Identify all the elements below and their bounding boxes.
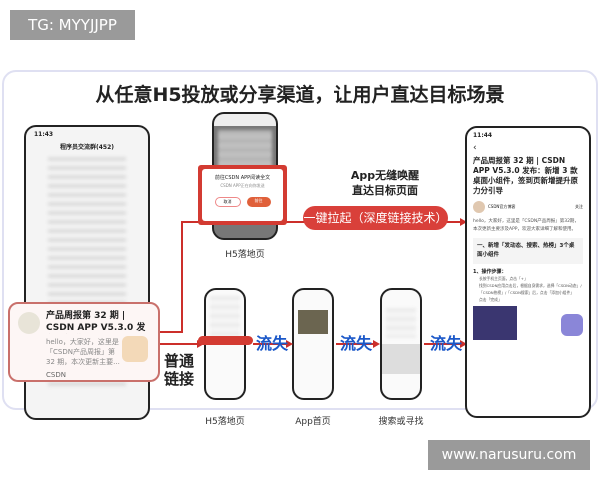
dialog-title: 前往CSDN APP阅读全文 [214,175,271,181]
open-app-bar [198,336,253,345]
watermark-bottom: www.narusuru.com [428,440,590,470]
caption-line: 直达目标页面 [352,184,418,197]
label-line: 普通 [164,352,195,370]
flow-phone-home [292,288,334,400]
author-name: CSDN官方博客 [488,204,516,209]
author-avatar [473,201,485,213]
step: 点击「完成」 [479,297,502,302]
arrow-icon [373,340,380,348]
loss-label: 流失 [340,334,373,353]
flow-label: App首页 [295,417,331,427]
normal-link-line [160,343,198,345]
arrow-icon [460,218,467,226]
notification-title: 产品周报第 32 期 | CSDN APP V5.3.0 发布：新增 3... [46,311,146,333]
flow-phone-search [380,288,422,400]
notification-body: hello，大家好，这里是「CSDN产品周报」第 32 期，本次更新主要... [46,338,120,366]
open-app-dialog: 前往CSDN APP阅读全文 CSDN APP正在向你发送 取消 前往 [198,165,287,225]
monkey-icon [122,336,148,362]
connector [160,331,182,333]
arrow-icon [286,340,293,348]
article-phone: 11:44 ‹ 产品周报第 32 期 | CSDN APP V5.3.0 发布：… [465,126,591,418]
caption-line: App无缝唤醒 [350,169,420,182]
cancel-button[interactable]: 取消 [214,197,241,207]
status-time: 11:43 [34,131,54,138]
steps-title: 1、操作步骤： [473,269,507,275]
loss-label: 流失 [256,334,289,353]
diagram-title: 从任意H5投放或分享渠道，让用户直达目标场景 [95,84,505,106]
status-time: 11:44 [473,132,493,139]
step: 长按手机主页面，点击「+」 [479,276,528,281]
watermark-top: TG: MYYJJPP [10,10,135,40]
deep-link-caption: App无缝唤醒 直达目标页面 [340,168,430,198]
article-title: 产品周报第 32 期 | CSDN APP V5.3.0 发布：新增 3 款桌面… [473,156,578,195]
article-section: 一、新增「发动态、搜索、热榜」3个桌面小组件 [473,238,583,264]
chat-title: 程序员交流群(452) [59,144,114,151]
flow-line [253,343,289,345]
arrow-icon [460,340,467,348]
dialog-sub: CSDN APP正在向你发送 [220,183,265,188]
normal-link-label: 普通 链接 [164,352,194,388]
flow-label: H5落地页 [205,417,245,427]
step: 找到CSDN应用点击后，根据自身需求，选择「CSDN动态」/「CSDN热榜」/「… [479,283,582,295]
open-button[interactable]: 前往 [246,197,271,207]
back-icon[interactable]: ‹ [473,143,477,153]
flow-label: 搜索或寻找 [378,417,424,427]
flow-line [336,343,376,345]
h5-label-top: H5落地页 [225,250,265,260]
csdn-logo [561,314,583,336]
notification-source: CSDN [46,371,66,379]
flow-line [424,343,462,345]
article-intro: hello，大家好，这里是「CSDN产品周报」第32期，本次更新主要涉及APP，… [473,219,579,232]
follow-button[interactable]: 关注 [575,204,583,209]
deep-link-pill: 一键拉起（深度链接技术） [303,206,448,230]
notification-card[interactable]: 产品周报第 32 期 | CSDN APP V5.3.0 发布：新增 3... … [8,302,160,382]
connector [181,221,183,333]
loss-label: 流失 [430,334,463,353]
widget-preview [473,306,517,340]
app-icon [18,312,40,334]
label-line: 链接 [164,370,195,388]
